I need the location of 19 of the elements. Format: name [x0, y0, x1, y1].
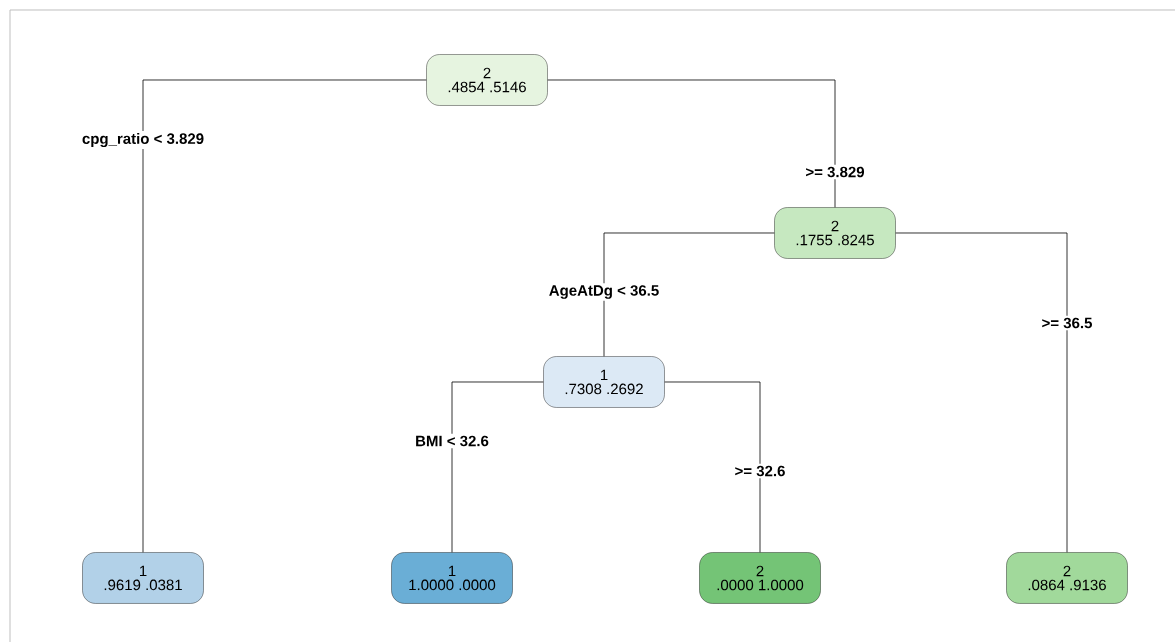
split-label: >= 36.5: [1039, 315, 1095, 331]
tree-node: 1 .9619 .0381: [82, 552, 204, 604]
connector: [664, 381, 761, 553]
connector: [451, 381, 544, 553]
split-label: AgeAtDg < 36.5: [546, 283, 662, 301]
split-label: >= 3.829: [803, 164, 867, 180]
split-label: >= 32.6: [732, 463, 788, 479]
connector: [142, 79, 427, 553]
tree-node: 2 .0000 1.0000: [699, 552, 821, 604]
split-label: cpg_ratio < 3.829: [79, 130, 207, 149]
tree-node: 1 1.0000 .0000: [391, 552, 513, 604]
split-label: BMI < 32.6: [413, 433, 491, 449]
tree-node: 1 .7308 .2692: [543, 356, 665, 408]
tree-node: 2 .0864 .9136: [1006, 552, 1128, 604]
connector: [547, 79, 836, 208]
connector: [603, 232, 775, 357]
connector: [895, 232, 1068, 553]
tree-node: 2 .4854 .5146: [426, 54, 548, 106]
tree-node: 2 .1755 .8245: [774, 207, 896, 259]
